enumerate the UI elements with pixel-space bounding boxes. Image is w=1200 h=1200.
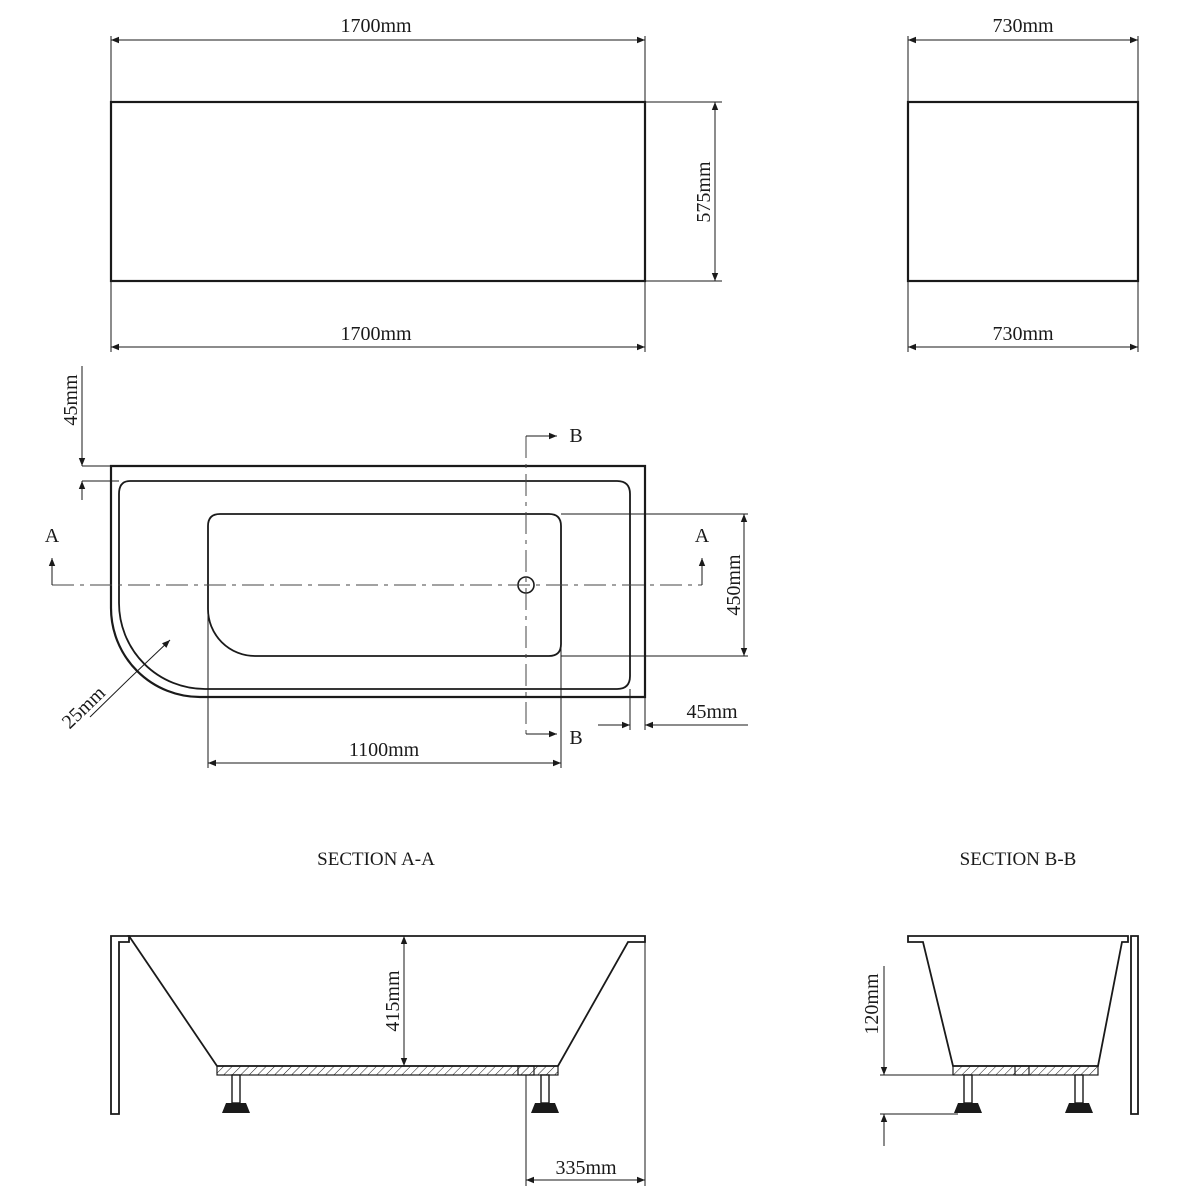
front-panel-outline [109,100,647,283]
section-a-front-panel [110,935,130,1115]
front-height-label: 575mm [693,161,715,223]
front-elevation: 1700mm 1700mm 575mm [109,15,722,352]
plan-view: A A B B 45mm 450mm 25mm 45mm 1100mm [45,366,748,768]
section-a-leg-right [531,1074,559,1113]
corner-radius-label: 25mm [58,682,110,734]
front-bottom-length-label: 1700mm [340,323,412,345]
section-b-b: SECTION B-B 120mm [861,849,1139,1146]
rim-right-label: 45mm [686,701,738,723]
plan-outer-outline [109,464,647,699]
section-a-right-marker: A [695,525,710,547]
section-a-a: SECTION A-A 415mm 335mm [110,849,646,1186]
section-b-leg-left [954,1074,982,1113]
section-a-leg-left [222,1074,250,1113]
section-b-title: SECTION B-B [960,849,1077,870]
section-b-top-marker: B [569,425,582,447]
front-top-length-label: 1700mm [340,15,412,37]
section-b-tub-shell [907,935,1129,1067]
section-b-base-plate [952,1065,1099,1076]
side-top-width-label: 730mm [992,15,1054,37]
section-a-base-plate [216,1065,559,1076]
side-panel-outline [906,100,1140,283]
bowl-width-label: 450mm [723,554,745,616]
side-elevation: 730mm 730mm [906,15,1140,352]
section-a-title: SECTION A-A [317,849,435,870]
plan-bowl-outline [207,513,562,657]
section-b-side-panel [1130,935,1139,1115]
section-a-left-marker: A [45,525,60,547]
section-b-leg-right [1065,1074,1093,1113]
bowl-length-label: 1100mm [349,739,420,761]
section-a-depth-label: 415mm [382,970,404,1032]
section-b-bottom-marker: B [569,727,582,749]
plan-inner-rim [118,480,631,690]
section-a-offset-label: 335mm [555,1157,617,1179]
corner-radius-dimension-line [129,639,171,679]
rim-left-label: 45mm [60,374,82,426]
section-b-height-label: 120mm [861,973,883,1035]
side-bottom-width-label: 730mm [992,323,1054,345]
